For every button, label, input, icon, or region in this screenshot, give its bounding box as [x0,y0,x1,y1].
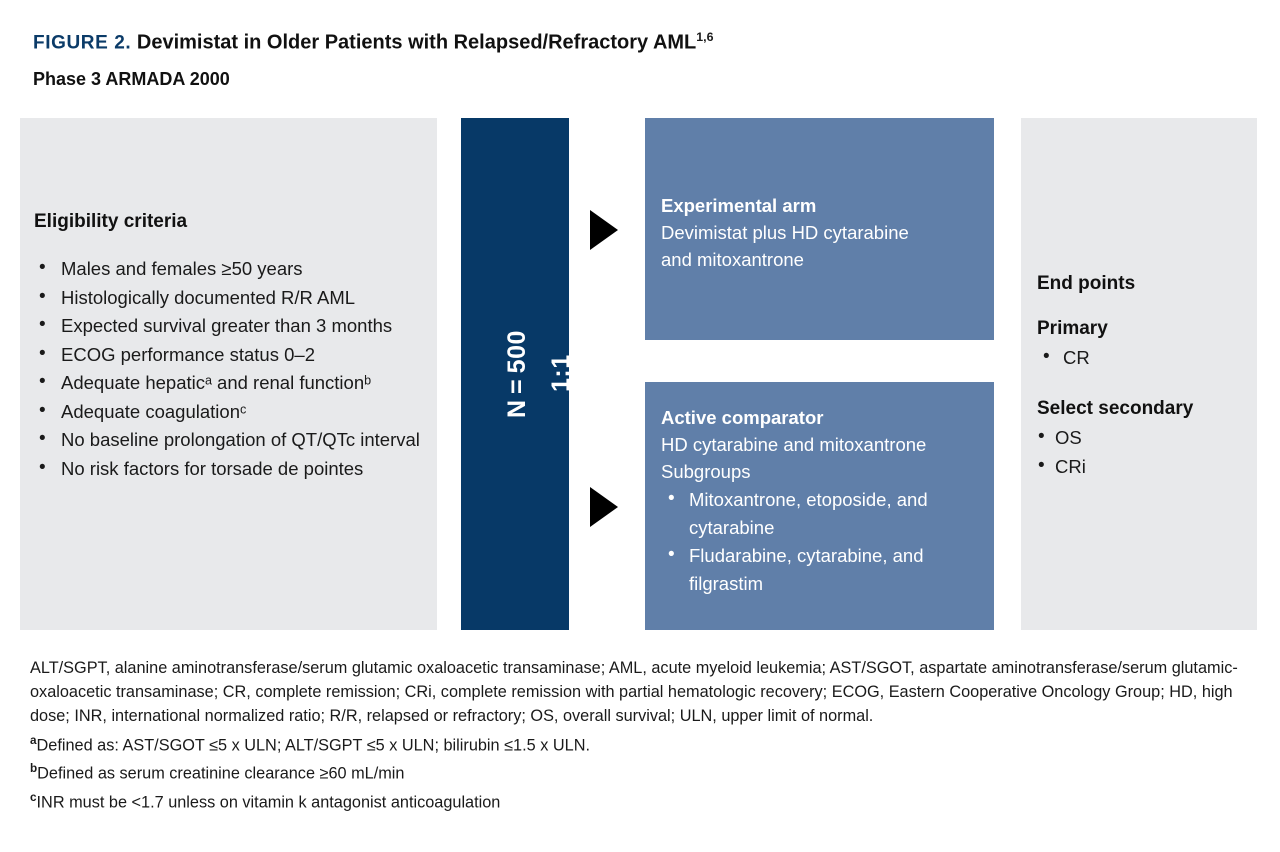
endpoints-title: End points [1037,273,1136,294]
comparator-arm-line: HD cytarabine and mitoxantrone [661,434,927,455]
footnote-text: Defined as: AST/SGOT ≤5 x ULN; ALT/SGPT … [36,736,590,755]
list-item: No baseline prolongation of QT/QTc inter… [34,425,425,455]
eligibility-criteria-list: Males and females ≥50 years Histological… [34,254,425,484]
list-item: Males and females ≥50 years [34,254,425,284]
list-item: Histologically documented R/R AML [34,283,425,313]
secondary-endpoint-label: Select secondary [1037,398,1194,419]
footnotes-block: ALT/SGPT, alanine aminotransferase/serum… [30,656,1245,814]
list-item: No risk factors for torsade de pointes [34,454,425,484]
comparator-subgroups-label: Subgroups [661,461,751,482]
list-item: OS [1037,422,1243,452]
arrow-right-icon-comparator [590,487,618,527]
secondary-endpoint-list: OS CRi [1037,422,1243,481]
comparator-arm-title: Active comparator [661,407,824,428]
figure-title-superscript: 1,6 [696,30,714,44]
arrow-right-icon-experimental [590,210,618,250]
footnote-c: cINR must be <1.7 unless on vitamin k an… [30,786,1245,815]
figure-subtitle: Phase 3 ARMADA 2000 [33,69,230,89]
experimental-arm-line: and mitoxantrone [661,249,804,270]
footnote-marker: b [30,762,38,776]
experimental-arm-title: Experimental arm [661,195,817,216]
footnote-marker: c [30,790,37,804]
list-item: Adequate coagulationᶜ [34,397,425,427]
footnote-marker: a [30,733,37,747]
list-item: Expected survival greater than 3 months [34,311,425,341]
eligibility-panel: Eligibility criteria Males and females ≥… [20,118,437,630]
comparator-arm-box: Active comparator HD cytarabine and mito… [645,382,994,630]
randomization-panel: N = 500 1:1 [461,118,575,630]
eligibility-heading: Eligibility criteria [34,211,188,232]
footnote-text: INR must be <1.7 unless on vitamin k ant… [36,793,501,812]
experimental-arm-box: Experimental arm Devimistat plus HD cyta… [645,118,994,340]
endpoints-panel: End points Primary CR Select secondary O… [1021,118,1257,630]
comparator-subgroup-list: Mitoxantrone, etoposide, and cytarabine … [661,485,978,598]
list-item: ECOG performance status 0–2 [34,340,425,370]
page-title: FIGURE 2. Devimistat in Older Patients w… [33,24,714,57]
list-item: Adequate hepaticᵃ and renal functionᵇ [34,368,425,398]
primary-endpoint-label: Primary [1037,318,1108,339]
abbreviations-text: ALT/SGPT, alanine aminotransferase/serum… [30,659,1238,726]
randomization-ratio-label: 1:1 [547,354,575,392]
figure-title-text: Devimistat in Older Patients with Relaps… [136,31,697,54]
list-item: Mitoxantrone, etoposide, and cytarabine [661,485,978,542]
figure-header: FIGURE 2. Devimistat in Older Patients w… [33,24,714,57]
footnote-b: bDefined as serum creatinine clearance ≥… [30,757,1245,786]
primary-endpoint-list: CR [1037,342,1243,372]
figure-label: FIGURE 2. [33,32,132,54]
list-item: CRi [1037,451,1243,481]
list-item: CR [1037,342,1243,372]
footnote-a: aDefined as: AST/SGOT ≤5 x ULN; ALT/SGPT… [30,729,1245,758]
experimental-arm-line: Devimistat plus HD cytarabine [661,222,909,243]
list-item: Fludarabine, cytarabine, and filgrastim [661,541,978,598]
enrollment-label: N = 500 [503,330,531,418]
footnote-text: Defined as serum creatinine clearance ≥6… [37,764,405,783]
